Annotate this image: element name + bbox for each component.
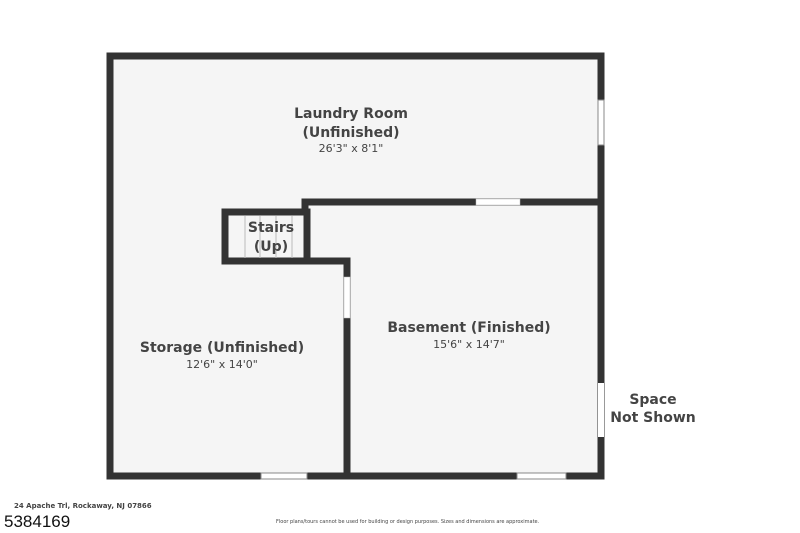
window [597, 99, 605, 146]
window [516, 472, 567, 480]
stairs-note: (Up) [254, 239, 288, 255]
stairs-label: Stairs [248, 220, 294, 236]
space-not-shown-label: Space [629, 392, 676, 408]
listing-id: 5384169 [4, 512, 71, 531]
basement-label: Basement (Finished) [387, 320, 550, 336]
outer-wall [106, 52, 605, 480]
opening [598, 383, 604, 437]
storage-dims: 12'6" x 14'0" [186, 358, 258, 371]
space-not-shown-label-2: Not Shown [610, 410, 695, 426]
storage-wall [225, 257, 351, 476]
disclaimer: Floor plans/tours cannot be used for bui… [276, 519, 540, 525]
door-opening [475, 198, 521, 206]
floor [110, 56, 601, 476]
laundry-room-dims: 26'3" x 8'1" [319, 142, 384, 155]
door-opening [343, 276, 351, 319]
stair-treads [244, 216, 293, 258]
address: 24 Apache Trl, Rockaway, NJ 07866 [14, 502, 152, 510]
window [260, 472, 308, 480]
laundry-room-note: (Unfinished) [302, 125, 399, 141]
laundry-room-label: Laundry Room [294, 106, 408, 122]
basement-dims: 15'6" x 14'7" [433, 338, 505, 351]
storage-label: Storage (Unfinished) [140, 340, 304, 356]
